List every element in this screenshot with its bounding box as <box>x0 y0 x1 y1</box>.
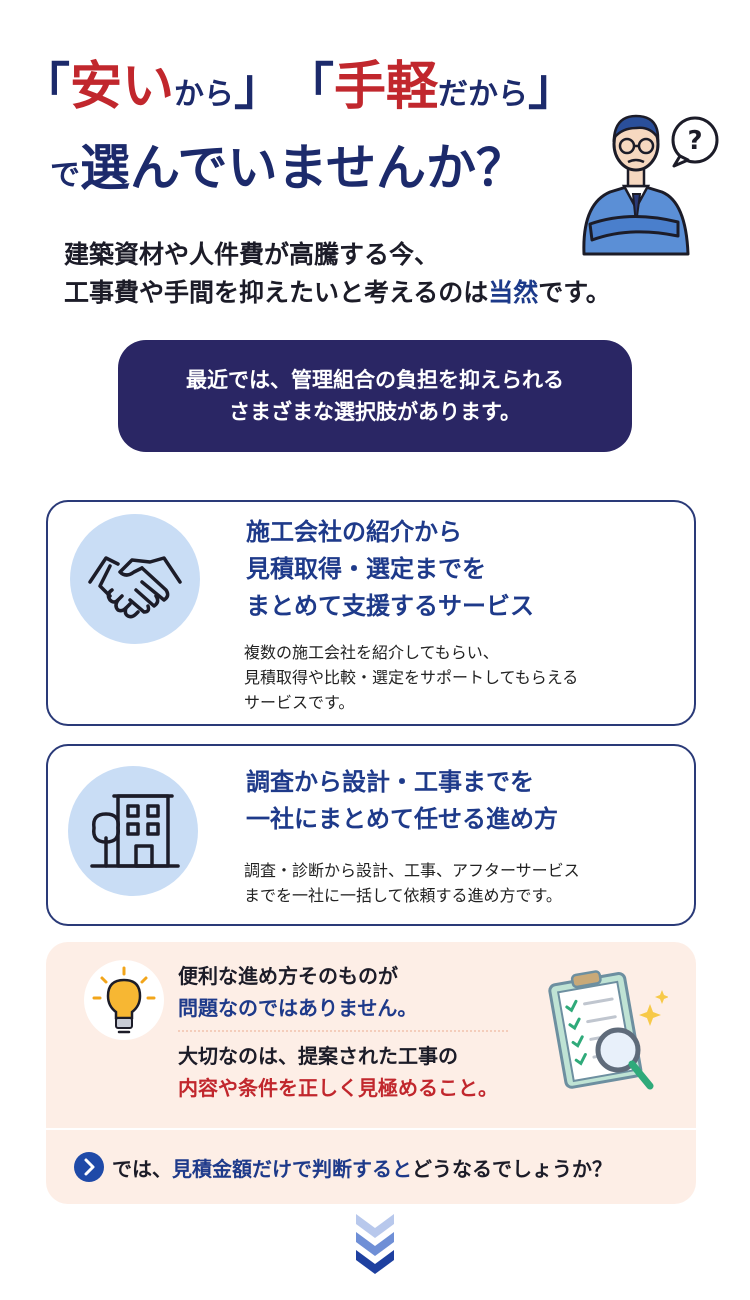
lead-line-2: 工事費や手間を抑えたいと考えるのは当然です。 <box>64 274 704 312</box>
point-line: 大切なのは、提案された工事の <box>178 1044 458 1068</box>
lead-line-1: 建築資材や人件費が高騰する今、 <box>64 240 440 269</box>
lead-highlight: 当然 <box>488 278 539 307</box>
card-desc-line: サービスです。 <box>244 693 355 712</box>
handshake-icon <box>88 556 182 619</box>
bracket-open: 「 <box>20 58 70 116</box>
card-desc-line: 見積取得や比較・選定をサポートしてもらえる <box>244 668 579 687</box>
card-title-line: 見積取得・選定までを <box>246 555 486 583</box>
notice-line-1: 最近では、管理組合の負担を抑えられる <box>186 368 564 392</box>
headline-main: 選んでいませんか？ <box>80 139 526 197</box>
icon-circle <box>68 766 198 896</box>
dotted-divider <box>178 1030 508 1032</box>
card-title-line: まとめて支援するサービス <box>246 592 534 620</box>
card-desc-line: までを一社に一括して依頼する進め方です。 <box>244 886 562 905</box>
question-line: では、見積金額だけで判断するとどうなるでしょうか？ <box>74 1152 612 1182</box>
building-icon <box>90 794 180 868</box>
headline-suffix: から <box>174 77 235 112</box>
key-point-panel: 便利な進め方そのものが 問題なのではありません。 大切なのは、提案された工事の … <box>46 942 696 1204</box>
headline-line-2: で選んでいませんか？ <box>50 128 650 198</box>
lead-text-plain: 工事費や手間を抑えたいと考えるのは <box>64 278 489 307</box>
card-title-line: 一社にまとめて任せる進め方 <box>246 805 558 833</box>
question-suffix: どうなるでしょうか？ <box>412 1156 612 1181</box>
icon-circle <box>70 514 200 644</box>
panel-divider <box>46 1128 696 1130</box>
option-card-referral-service: 施工会社の紹介から 見積取得・選定までを まとめて支援するサービス 複数の施工会… <box>46 500 696 726</box>
question-prefix: では、 <box>112 1156 172 1181</box>
card-title: 調査から設計・工事までを 一社にまとめて任せる進め方 <box>246 764 558 838</box>
point-line-highlight: 問題なのではありません。 <box>178 996 418 1020</box>
card-desc-line: 調査・診断から設計、工事、アフターサービス <box>244 861 580 880</box>
card-title-line: 調査から設計・工事までを <box>246 768 534 796</box>
point-statement-2: 大切なのは、提案された工事の 内容や条件を正しく見極めること。 <box>178 1040 498 1104</box>
notice-box: 最近では、管理組合の負担を抑えられる さまざまな選択肢があります。 <box>118 340 632 452</box>
headline-line-1: 「安いから」「手軽だから」 <box>20 44 720 117</box>
lightbulb-icon <box>92 966 156 1034</box>
lead-text-plain: です。 <box>538 278 611 307</box>
icon-circle <box>84 960 164 1040</box>
confused-businessman-icon: ? <box>582 114 719 256</box>
card-desc-line: 複数の施工会社を紹介してもらい、 <box>244 643 499 662</box>
chevron-right-icon <box>74 1152 104 1182</box>
bracket-close: 」 <box>234 58 285 116</box>
headline-word-cheap: 安い <box>70 57 175 117</box>
point-statement-1: 便利な進め方そのものが 問題なのではありません。 <box>178 960 417 1024</box>
headline-prefix: で <box>50 158 80 193</box>
question-highlight: 見積金額だけで判断すると <box>172 1156 412 1181</box>
clipboard-magnifier-icon <box>548 970 668 1090</box>
headline-suffix: だから <box>438 77 529 112</box>
card-title-line: 施工会社の紹介から <box>246 518 462 546</box>
option-card-one-company: 調査から設計・工事までを 一社にまとめて任せる進め方 調査・診断から設計、工事、… <box>46 744 696 926</box>
point-line: 便利な進め方そのものが <box>178 964 398 988</box>
card-description: 複数の施工会社を紹介してもらい、 見積取得や比較・選定をサポートしてもらえる サ… <box>244 640 578 715</box>
card-description: 調査・診断から設計、工事、アフターサービス までを一社に一括して依頼する進め方で… <box>244 858 580 908</box>
card-title: 施工会社の紹介から 見積取得・選定までを まとめて支援するサービス <box>246 514 534 625</box>
notice-line-2: さまざまな選択肢があります。 <box>229 400 521 424</box>
headline-word-easy: 手軽 <box>334 57 439 117</box>
bracket-open: 「 <box>284 58 335 116</box>
point-line-highlight: 内容や条件を正しく見極めること。 <box>178 1076 498 1100</box>
bracket-close: 」 <box>528 58 579 116</box>
chevron-down-icon <box>356 1214 394 1274</box>
svg-text:?: ? <box>687 126 702 156</box>
lead-text: 建築資材や人件費が高騰する今、 工事費や手間を抑えたいと考えるのは当然です。 <box>64 236 704 312</box>
